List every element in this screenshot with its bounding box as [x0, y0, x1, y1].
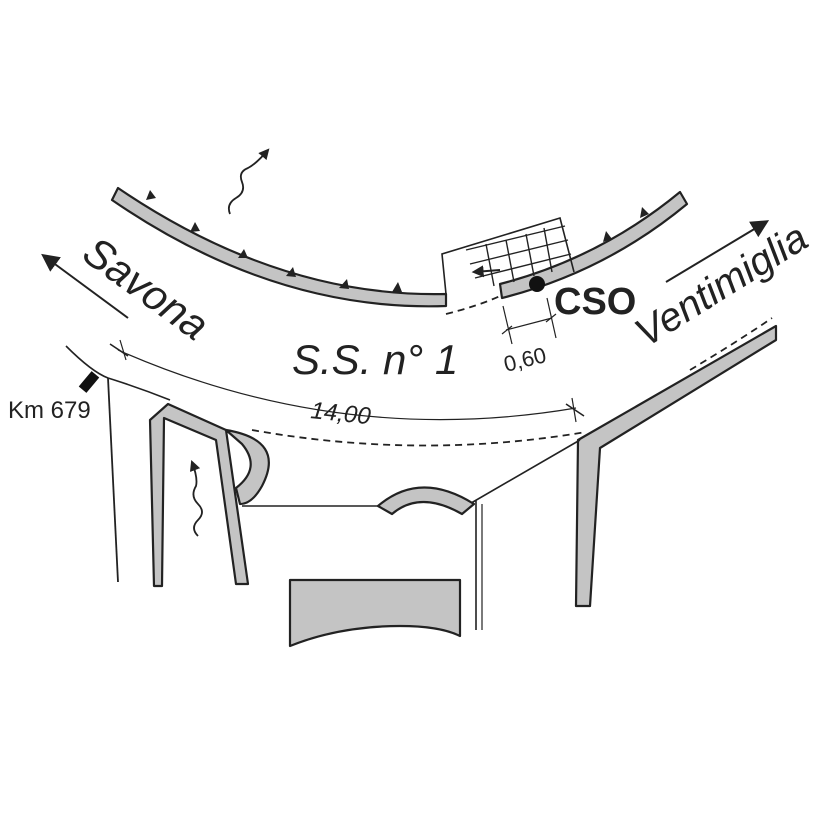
center-structure-lines	[242, 439, 581, 630]
cso-marker-dot-icon	[529, 276, 545, 292]
cso-chamber-outline	[441, 216, 575, 295]
cso-label: CSO	[554, 281, 636, 323]
upper-right-wall	[498, 190, 689, 300]
road-width-dimension	[117, 349, 577, 421]
curved-bay-wall	[224, 428, 270, 506]
flow-wavy-arrow-icon-top	[227, 148, 270, 215]
km-marker-post	[78, 371, 100, 393]
upper-retaining-wall	[110, 186, 448, 308]
center-arch	[376, 486, 476, 516]
ventimiglia-label: Ventimiglia	[627, 215, 815, 355]
left-building-wall	[148, 402, 250, 588]
cso-flow-arrow	[471, 265, 501, 278]
ventimiglia-direction-arrow-icon	[665, 220, 770, 283]
right-building-wall	[574, 324, 778, 608]
cso-width-dimension	[501, 297, 557, 345]
road-edge-dashed-upper	[445, 295, 501, 315]
road-edge-dashed-lower	[251, 429, 587, 447]
savona-direction-arrow-icon	[41, 253, 129, 319]
right-dashed-edge	[689, 317, 773, 371]
slope-markers	[146, 190, 649, 292]
road-name-label: S.S. n° 1	[292, 336, 458, 383]
cso-grate	[465, 225, 572, 287]
flow-wavy-arrow-icon-bottom	[189, 459, 203, 537]
bottom-building-block	[288, 578, 462, 648]
km-label: Km 679	[8, 397, 91, 424]
cso-width-value: 0,60	[501, 342, 549, 377]
lower-road-edge	[65, 345, 171, 401]
road-width-value: 14,00	[309, 397, 372, 430]
